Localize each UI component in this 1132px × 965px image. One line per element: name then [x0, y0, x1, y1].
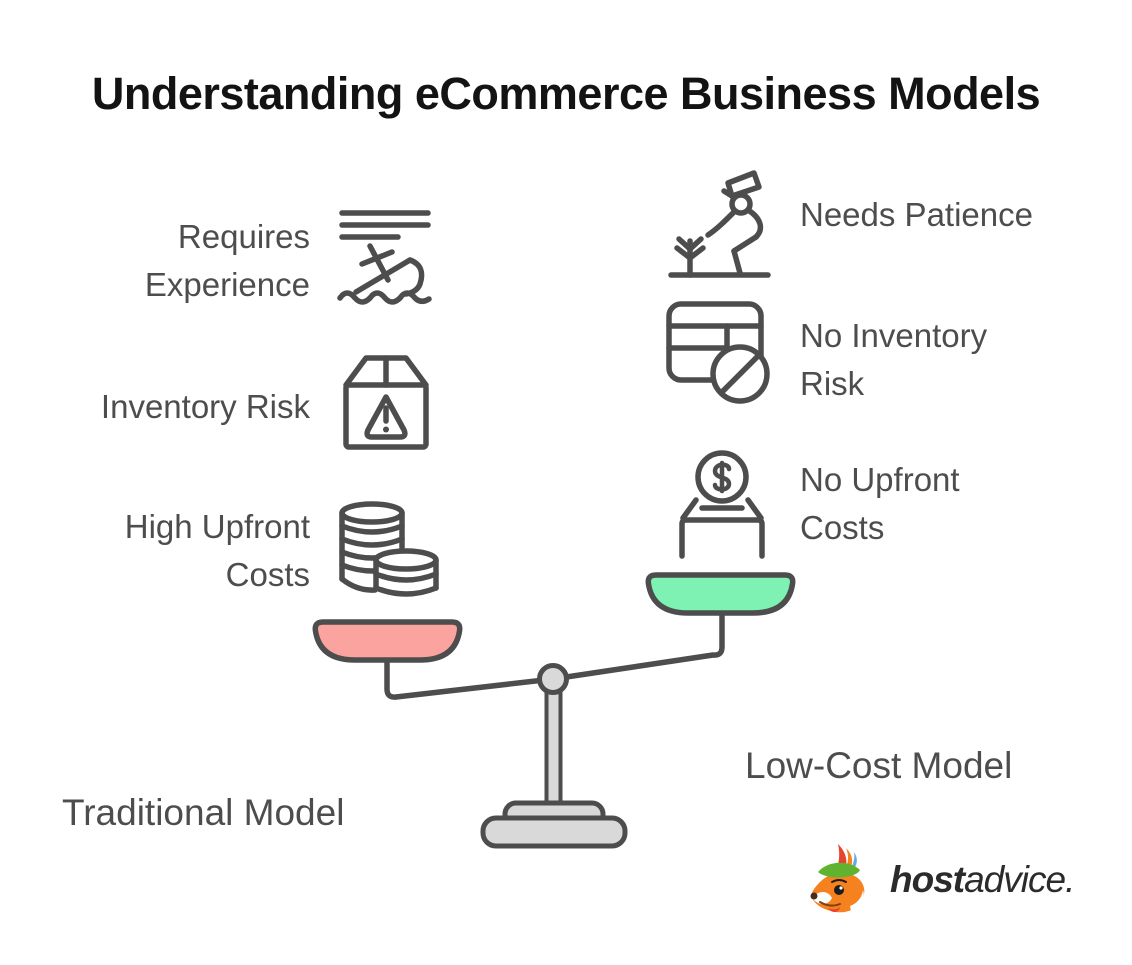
scale-post: [544, 677, 563, 809]
right-pan: [645, 572, 796, 616]
label-line: Needs Patience: [800, 196, 1033, 233]
label-line: High Upfront: [124, 508, 310, 545]
label-line: No Upfront: [800, 461, 960, 498]
label-line: Experience: [144, 266, 310, 303]
label-high-upfront-costs: High Upfront Costs: [125, 503, 310, 599]
label-low-cost-model: Low-Cost Model: [745, 745, 1013, 786]
scale-base-lower: [480, 815, 628, 849]
label-line: Costs: [800, 509, 885, 546]
label-requires-experience: Requires Experience: [145, 213, 310, 309]
label-no-inventory-risk: No Inventory Risk: [800, 312, 987, 408]
label-traditional-model: Traditional Model: [62, 792, 345, 833]
label-line: Inventory Risk: [100, 388, 310, 425]
hostadvice-logo: hostadvice.: [806, 842, 1075, 918]
farmer-planting-icon: [668, 170, 771, 278]
exclamation-dot: [383, 426, 389, 433]
scale-beam: [384, 606, 725, 700]
left-pan: [312, 619, 463, 663]
sinking-ship-icon: [337, 210, 432, 305]
logo-text: hostadvice.: [890, 859, 1075, 901]
balance-scale-icon: [312, 572, 796, 849]
label-line: Requires: [177, 218, 310, 255]
coin-stacks-icon: [339, 501, 439, 597]
donation-box-icon: [679, 450, 765, 559]
warning-box-icon: [343, 355, 429, 450]
label-line: No Inventory: [800, 317, 988, 354]
fox-mascot-icon: [810, 844, 865, 913]
label-line: Costs: [225, 556, 310, 593]
logo-text-host: host: [890, 859, 965, 900]
label-needs-patience: Needs Patience: [800, 191, 1033, 239]
scale-pivot: [537, 663, 569, 695]
logo-text-advice: advice.: [964, 859, 1075, 900]
label-line: Risk: [800, 365, 865, 402]
label-inventory-risk: Inventory Risk: [101, 383, 310, 431]
no-inventory-table-icon: [666, 301, 770, 404]
label-no-upfront-costs: No Upfront Costs: [800, 456, 960, 552]
page-title: Understanding eCommerce Business Models: [91, 68, 1041, 119]
